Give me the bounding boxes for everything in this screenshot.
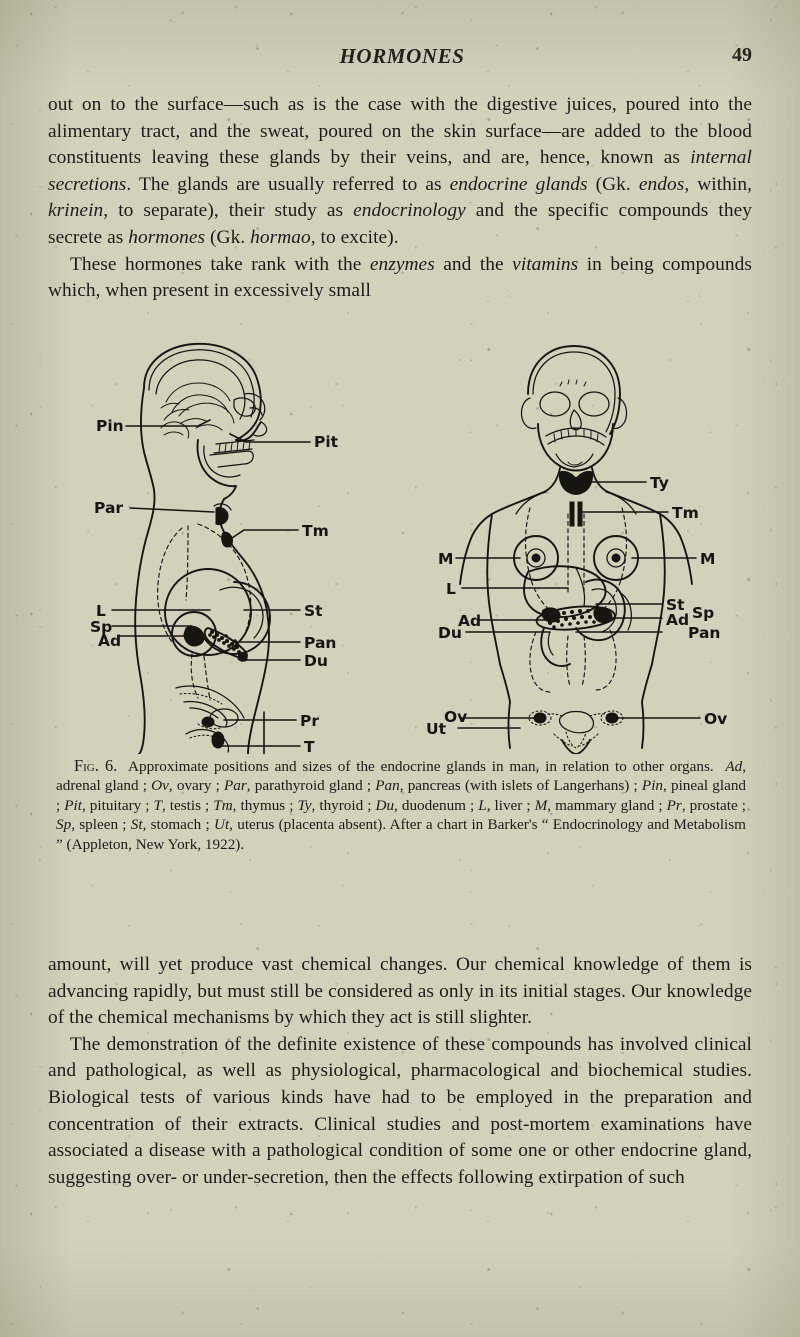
left-orbit [539, 391, 571, 417]
body-text-bottom: amount, will yet produce vast chemical c… [48, 952, 752, 1191]
parathyroid-mark [215, 507, 229, 525]
adrenal-left-mark [541, 607, 561, 623]
frontal-label-l: L [446, 580, 456, 598]
lateral-neck-glands [213, 503, 233, 548]
adrenal-gland-mark [183, 625, 205, 647]
frontal-leaders [455, 481, 701, 729]
lateral-label-par: Par [94, 499, 123, 517]
uterus-outline [558, 710, 595, 734]
figure-caption: Fig. 6. Approximate positions and sizes … [48, 756, 752, 854]
frontal-body-diagram: Ty Tm M M L Du Ad St Sp Ad Pan Ut Ov Ov [426, 345, 727, 754]
running-head-title: HORMONES [339, 44, 465, 68]
frontal-label-m-left: M [438, 550, 453, 568]
lateral-label-ad: Ad [98, 632, 121, 650]
frontal-label-ad-right: Ad [666, 611, 689, 629]
paragraph-1: out on to the surface—such as is the cas… [48, 94, 753, 248]
lateral-body-diagram: Pin Pit Par Tm L Sp Ad St Pan Du Pr T [90, 342, 339, 754]
duodenum-mark [237, 651, 248, 662]
right-orbit [578, 391, 610, 417]
figure-panel-lateral: Pin Pit Par Tm L Sp Ad St Pan Du Pr T [48, 336, 388, 754]
frontal-label-ov-right: Ov [704, 710, 727, 728]
figure-artwork: Pin Pit Par Tm L Sp Ad St Pan Du Pr T [48, 336, 752, 756]
thymus-mark [569, 501, 583, 527]
frontal-label-pan: Pan [688, 624, 720, 642]
frontal-thorax [515, 491, 637, 613]
frontal-label-ut: Ut [426, 720, 447, 738]
testis-mark [211, 731, 225, 749]
lateral-label-st: St [304, 602, 323, 620]
figure-caption-text: Fig. 6. Approximate positions and sizes … [56, 756, 747, 853]
frontal-label-ov-left: Ov [444, 708, 467, 726]
paragraph-3: amount, will yet produce vast chemical c… [48, 954, 752, 1029]
thyroid-mark [559, 471, 593, 495]
adrenal-right-mark [593, 607, 613, 624]
frontal-label-st: St [666, 596, 685, 614]
ovary-right-mark [605, 712, 619, 724]
lateral-label-tm: Tm [302, 522, 329, 540]
lateral-skull [143, 342, 268, 500]
liver-outline [164, 568, 252, 656]
frontal-label-du: Du [438, 624, 462, 642]
frontal-skull [520, 345, 628, 472]
lateral-abdomen-organs [164, 568, 271, 701]
lateral-label-pan: Pan [304, 634, 336, 652]
prostate-mark [201, 716, 215, 728]
frontal-pelvic-organs [528, 710, 624, 749]
thymus-mark [221, 531, 233, 548]
frontal-label-ad-left: Ad [458, 612, 481, 630]
lateral-label-du: Du [304, 652, 328, 670]
frontal-abdomen-organs [523, 565, 632, 693]
frontal-label-ty: Ty [650, 474, 669, 492]
lateral-pelvis [175, 685, 245, 753]
liver-outline [523, 565, 607, 618]
lateral-label-pit: Pit [314, 433, 339, 451]
lateral-thorax [157, 523, 252, 643]
lateral-leaders [111, 419, 311, 754]
lateral-label-pr: Pr [300, 712, 319, 730]
paragraph-4: The demonstration of the definite existe… [48, 1033, 752, 1188]
lateral-label-pin: Pin [96, 417, 124, 435]
page-number: 49 [732, 44, 752, 66]
frontal-label-sp: Sp [692, 604, 714, 622]
frontal-label-m-right: M [700, 550, 715, 568]
duodenum-outline [540, 627, 571, 667]
lateral-body-outline [134, 387, 270, 754]
bladder-outline [209, 708, 239, 728]
body-text-top: out on to the surface—such as is the cas… [48, 92, 752, 305]
mammary-glands [513, 535, 639, 581]
figure-panel-frontal: Ty Tm M M L Du Ad St Sp Ad Pan Ut Ov Ov [400, 336, 752, 754]
lateral-label-l: L [96, 602, 106, 620]
frontal-label-tm: Tm [672, 504, 699, 522]
running-head: HORMONES 49 [48, 44, 756, 70]
paragraph-2: These hormones take rank with the enzyme… [48, 253, 752, 302]
lateral-label-sp: Sp [90, 618, 112, 636]
lateral-label-t: T [304, 738, 315, 754]
figure-6: Pin Pit Par Tm L Sp Ad St Pan Du Pr T [48, 336, 752, 854]
